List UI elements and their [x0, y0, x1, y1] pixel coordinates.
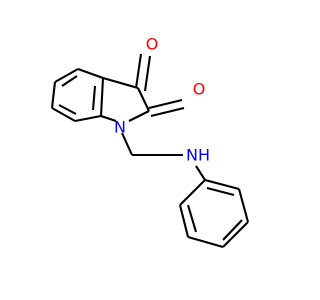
bond-c3a-c4 [77, 68, 104, 79]
bond-nh-ph [195, 165, 206, 181]
oxygen-right-label: O [193, 80, 206, 99]
bond-n1-c7a [100, 115, 117, 122]
nitrogen-ring-label: N [114, 118, 126, 137]
bond-inner-2 [58, 104, 77, 115]
bond-inner-3 [91, 85, 97, 111]
bond-ph-inner-1 [186, 204, 198, 233]
bond-c3-c2 [137, 87, 150, 112]
bond-ph-6 [204, 178, 240, 191]
bond-lines [50, 53, 250, 249]
bond-c5-c6 [50, 81, 57, 109]
bond-c3-o-b [143, 55, 152, 92]
bond-n1-ch2 [121, 132, 133, 156]
atom-labels: O O N NH [114, 35, 210, 165]
bond-ph-4 [222, 221, 249, 248]
bond-c6-c7 [51, 107, 76, 122]
bond-ph-inner-3 [206, 186, 235, 197]
bond-c2-n1 [128, 110, 150, 122]
bond-inner-1 [61, 75, 78, 87]
bond-ph-1 [179, 179, 206, 206]
bond-c7a-c3a [99, 77, 105, 117]
bond-c2-o-a [148, 98, 183, 110]
bond-ph-3 [187, 235, 224, 249]
bond-ph-2 [178, 204, 190, 238]
bond-c3-o-a [134, 53, 143, 89]
nitrogen-amine-label: NH [186, 146, 210, 165]
bond-c7-c7a [74, 114, 102, 123]
bond-ph-5 [237, 188, 250, 223]
oxygen-top-label: O [146, 35, 159, 54]
bond-c4-c5 [54, 68, 79, 83]
bond-c3-c3a [102, 76, 139, 90]
bond-ph-inner-2 [222, 219, 243, 241]
molecule-diagram: O O N NH [50, 35, 250, 249]
bond-c2-o-b [150, 106, 185, 118]
